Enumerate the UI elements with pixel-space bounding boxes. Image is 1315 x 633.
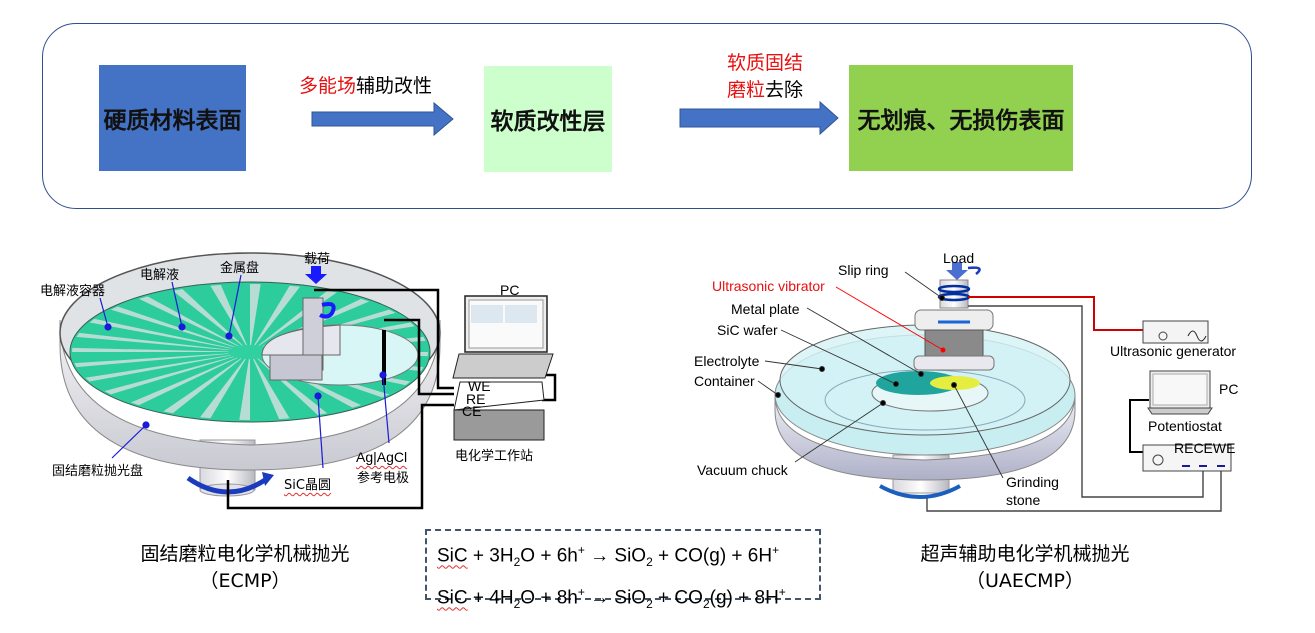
eq1-part: + 3H [467,545,514,567]
label-sic-wafer-en: SiC wafer [717,322,778,338]
caption-ecmp: 固结磨粒电化学机械抛光 （ECMP） [95,541,395,595]
label-electrolyte-container: 电解液容器 [40,284,106,299]
arrow1-label-rest: 辅助改性 [356,75,433,97]
label-grinding-stone-2: stone [1006,492,1041,508]
label-ultrasonic-generator: Ultrasonic generator [1110,343,1237,359]
eq1-reactant: SiC [437,545,468,567]
eq2-sub: 2 [702,597,710,612]
eq1-arrow: → SiO [584,545,647,567]
label-terminals: RECEWE [1174,440,1236,456]
arrow-modify [311,101,454,137]
arrow2-label-highlight: 磨粒 [727,79,766,101]
eq1-sub: 2 [513,555,521,570]
label-pc: PC [500,282,520,298]
step-hard-surface: 硬质材料表面 [99,65,246,171]
ecmp-apparatus-upper [186,266,419,495]
eq2-part: O + 8h [520,587,578,609]
label-metal-plate-en: Metal plate [731,301,800,317]
step-soft-layer-label: 软质改性层 [490,109,606,135]
pad-groove [250,285,300,352]
pad-groove [139,296,250,352]
label-re: RE [466,391,486,407]
eq1-sup: + [772,543,780,557]
label-vacuum-chuck: Vacuum chuck [697,462,788,478]
arrow2-label-line1: 软质固结 [727,52,804,74]
caption-uaecmp-abbr: （UAECMP） [965,570,1085,592]
caption-uaecmp-title: 超声辅助电化学机械抛光 [920,543,1130,565]
potentiostat-device [1142,444,1232,472]
pad-groove [74,352,250,368]
ultrasonic-generator-device [1142,320,1209,344]
label-pc-en: PC [1219,381,1239,397]
equation-1: SiC + 3H2O + 6h+ → SiO2 + CO(g) + 6H+ [437,535,819,577]
label-sic-wafer: SiC晶圆 [284,474,331,493]
eq2-reactant: SiC [437,587,468,609]
eq1-part: + CO(g) + 6H [652,545,773,567]
label-load-en: Load [943,250,975,266]
pad-groove [239,352,250,420]
process-flow-frame [42,23,1252,209]
label-electrolyte-en: Electrolyte [694,353,760,369]
eq2-arrow: → SiO [584,587,647,609]
label-electrolyte: 电解液 [140,268,180,283]
eq2-sup: + [577,585,585,600]
equation-2: SiC + 4H2O + 8h+ → SiO2 + CO2(g) + 8H+ [437,577,819,619]
arrow-remove [679,100,839,136]
pad-groove [250,352,290,420]
label-container-en: Container [694,373,755,389]
ecmp-station-box [453,381,545,441]
uaecmp-pc-laptop [1147,370,1213,415]
ecmp-pc-laptop [452,295,554,379]
eq1-sub: 2 [646,555,653,570]
eq2-sub: 2 [513,597,521,612]
pad-groove [89,318,251,352]
eq2-part: (g) + 8H [709,587,779,609]
pad-groove [130,352,250,406]
label-ref-electrode-type: Ag|AgCl [356,449,408,465]
pad-groove [85,352,250,382]
label-potentiostat: Potentiostat [1148,418,1222,434]
uaecmp-leaders [757,271,1004,479]
label-ultrasonic-vibrator: Ultrasonic vibrator [712,278,825,294]
step-final-surface: 无划痕、无损伤表面 [849,65,1073,171]
pad-groove [200,352,250,419]
pad-groove [104,352,251,395]
caption-ecmp-title: 固结磨粒电化学机械抛光 [140,543,350,565]
label-load: 载荷 [304,252,331,267]
label-metal-plate: 金属盘 [220,261,260,276]
ecmp-leaders [99,274,390,469]
label-slip-ring: Slip ring [838,262,889,278]
arrow2-label-rest: 去除 [765,79,804,101]
pad-groove [210,284,250,352]
arrow1-label-highlight: 多能场 [299,75,357,97]
step-soft-layer: 软质改性层 [484,66,612,172]
uaecmp-wiring [926,296,1222,512]
label-ce: CE [462,403,482,419]
step-final-surface-label: 无划痕、无损伤表面 [857,108,1065,134]
label-ref-electrode: 参考电极 [357,471,410,486]
arrow2-label: 软质固结 磨粒去除 [727,50,803,104]
pad-groove [250,284,261,352]
eq2-sub: 2 [646,597,653,612]
step-hard-surface-label: 硬质材料表面 [103,108,242,134]
eq2-part: + 4H [467,587,514,609]
eq2-part: + CO [652,587,703,609]
label-sic-wafer-text: SiC晶圆 [284,478,331,493]
label-we: WE [468,378,491,394]
eq1-part: O + 6h [520,545,578,567]
arrow1-label: 多能场辅助改性 [299,74,432,98]
label-grinding-stone-1: Grinding [1006,474,1059,490]
label-electrochemical-station: 电化学工作站 [455,449,534,464]
label-fixed-abrasive-pad: 固结磨粒抛光盘 [52,464,144,479]
eq1-sup: + [577,543,585,557]
ecmp-wiring [226,288,557,510]
pad-groove [72,347,250,352]
pad-groove [163,352,250,414]
reaction-equations-box: SiC + 3H2O + 6h+ → SiO2 + CO(g) + 6H+ Si… [425,529,821,611]
caption-uaecmp: 超声辅助电化学机械抛光 （UAECMP） [875,541,1175,595]
caption-ecmp-abbr: （ECMP） [199,570,291,592]
pad-groove [76,332,250,352]
eq2-sup: + [778,585,786,600]
